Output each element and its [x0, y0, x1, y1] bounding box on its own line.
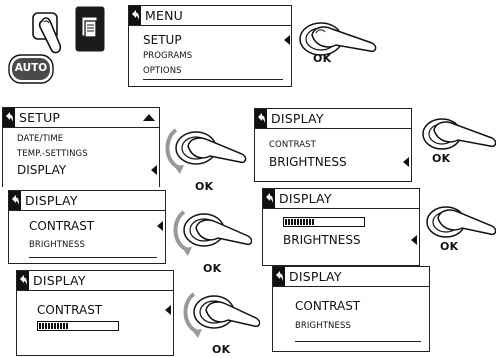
- selection-arrow-icon: [157, 221, 163, 231]
- ok-label: OK: [203, 262, 222, 275]
- display-final-panel: DISPLAY CONTRAST BRIGHTNESS: [272, 266, 430, 352]
- display-header: DISPLAY: [273, 267, 429, 287]
- menu-header: MENU: [129, 6, 291, 26]
- display-item-brightness[interactable]: BRIGHTNESS: [29, 240, 85, 250]
- selection-arrow-icon: [151, 165, 157, 175]
- menu-device-icon: [75, 6, 105, 52]
- auto-button-icon: AUTO: [8, 54, 54, 84]
- setup-item-datetime[interactable]: DATE/TIME: [17, 134, 64, 144]
- setup-panel: SETUP DATE/TIME TEMP.-SETTINGS DISPLAY: [2, 107, 160, 187]
- ok-label: OK: [313, 52, 332, 65]
- rotate-dial-icon: [180, 286, 261, 344]
- scroll-up-icon: [143, 114, 155, 121]
- contrast-level-fill: [39, 323, 69, 329]
- setup-title: SETUP: [19, 110, 61, 125]
- display-item-brightness[interactable]: BRIGHTNESS: [295, 321, 351, 331]
- back-arrow-icon: [129, 6, 141, 25]
- back-arrow-icon: [3, 108, 15, 127]
- display-title: DISPLAY: [289, 269, 342, 284]
- display-contrast-select-panel: DISPLAY CONTRAST BRIGHTNESS: [8, 190, 166, 264]
- display-item-contrast[interactable]: CONTRAST: [269, 140, 316, 150]
- menu-item-options[interactable]: OPTIONS: [143, 66, 182, 76]
- display-item-contrast[interactable]: CONTRAST: [29, 219, 95, 233]
- selection-arrow-icon: [411, 235, 417, 245]
- back-arrow-icon: [17, 271, 29, 290]
- display-header: DISPLAY: [255, 109, 411, 129]
- display-item-contrast: CONTRAST: [37, 303, 103, 317]
- selection-arrow-icon: [165, 305, 171, 315]
- menu-panel: MENU SETUP PROGRAMS OPTIONS: [128, 5, 292, 87]
- ok-label: OK: [432, 152, 451, 165]
- back-arrow-icon: [9, 191, 21, 210]
- auto-label: AUTO: [14, 62, 48, 74]
- display-title: DISPLAY: [33, 273, 86, 288]
- display-item-brightness: BRIGHTNESS: [283, 233, 361, 247]
- ok-dial-icon: [296, 15, 381, 70]
- display-header: DISPLAY: [9, 191, 165, 211]
- setup-header: SETUP: [3, 108, 159, 128]
- rotate-dial-icon: [162, 118, 247, 180]
- rotate-dial-icon: [170, 202, 253, 262]
- brightness-level-bar[interactable]: [283, 217, 365, 227]
- contrast-level-bar[interactable]: [37, 321, 119, 331]
- display-contrast-adjust-panel: DISPLAY CONTRAST: [16, 270, 174, 356]
- hand-press-icon: [30, 5, 75, 55]
- display-header: DISPLAY: [17, 271, 173, 291]
- display-brightness-adjust-panel: DISPLAY BRIGHTNESS: [262, 188, 420, 266]
- display-divider: [295, 341, 421, 342]
- ok-label: OK: [212, 343, 231, 356]
- display-divider: [29, 257, 157, 258]
- back-arrow-icon: [273, 267, 285, 286]
- display-title: DISPLAY: [25, 193, 78, 208]
- ok-label: OK: [440, 240, 459, 253]
- display-header: DISPLAY: [263, 189, 419, 209]
- ok-dial-icon: [424, 198, 496, 250]
- menu-item-setup[interactable]: SETUP: [143, 33, 182, 47]
- display-item-brightness[interactable]: BRIGHTNESS: [269, 155, 347, 169]
- brightness-level-fill: [285, 219, 315, 225]
- selection-arrow-icon: [284, 35, 290, 45]
- menu-title: MENU: [145, 8, 183, 23]
- display-title: DISPLAY: [271, 111, 324, 126]
- setup-item-display[interactable]: DISPLAY: [17, 163, 67, 177]
- selection-arrow-icon: [403, 157, 409, 167]
- ok-label: OK: [195, 180, 214, 193]
- display-item-contrast[interactable]: CONTRAST: [295, 299, 361, 313]
- menu-divider: [143, 79, 283, 80]
- display-brightness-select-panel: DISPLAY CONTRAST BRIGHTNESS: [254, 108, 412, 182]
- display-title: DISPLAY: [279, 191, 332, 206]
- back-arrow-icon: [255, 109, 267, 128]
- menu-item-programs[interactable]: PROGRAMS: [143, 51, 193, 61]
- back-arrow-icon: [263, 189, 275, 208]
- setup-item-temp-settings[interactable]: TEMP.-SETTINGS: [17, 149, 88, 159]
- ok-dial-icon: [420, 110, 496, 162]
